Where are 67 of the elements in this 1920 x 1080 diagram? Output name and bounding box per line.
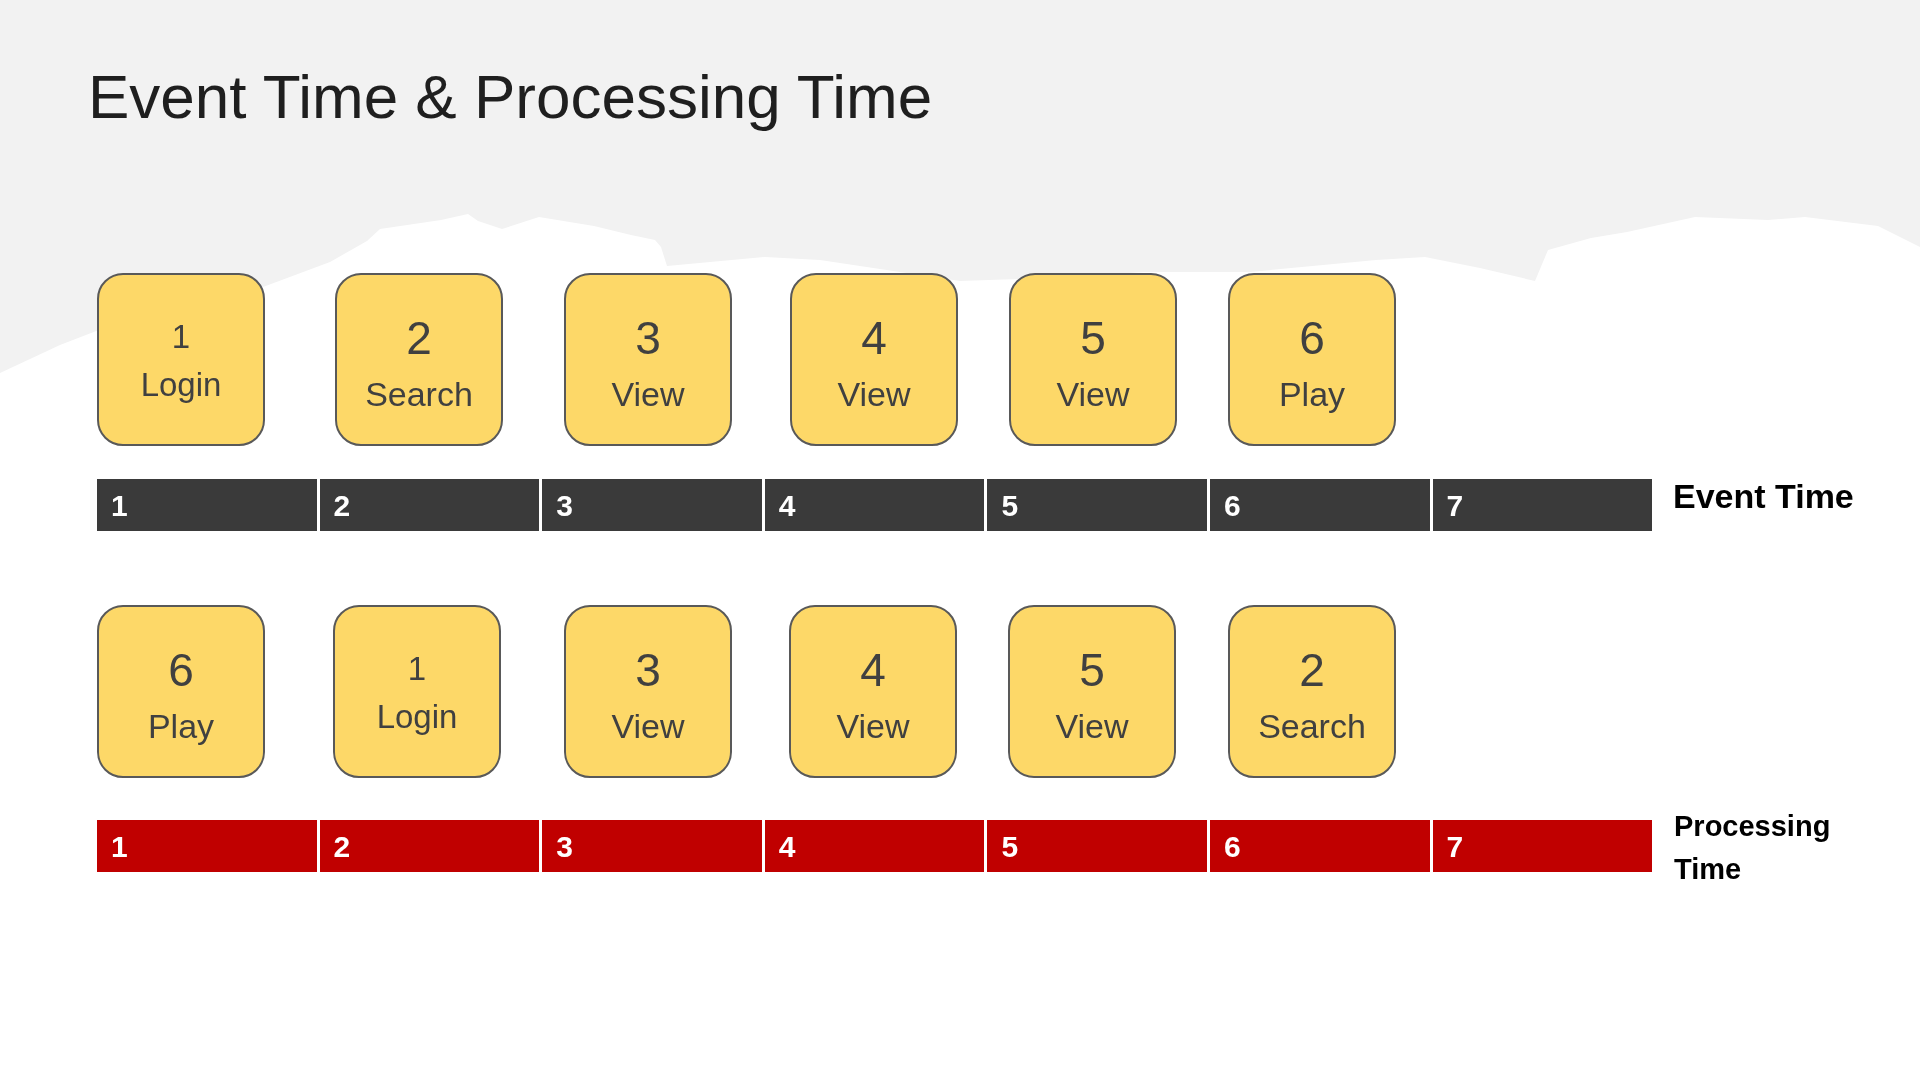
event-box: [564, 273, 732, 446]
event-number: 2: [1298, 643, 1326, 696]
timeline-label: Event Time: [1673, 478, 1855, 514]
event-box: [335, 273, 503, 446]
timeline-segment: [987, 479, 1207, 531]
timeline-segment: [542, 820, 762, 872]
event-number: 1: [406, 649, 428, 688]
time-slot-number: 7: [1446, 830, 1464, 864]
time-slot-number: 5: [1001, 489, 1019, 523]
time-slot-number: 2: [333, 830, 351, 864]
event-box: [97, 605, 265, 778]
event-box: [1228, 273, 1396, 446]
event-box: [790, 273, 958, 446]
event-number: 4: [859, 643, 887, 696]
time-slot-number: 2: [333, 489, 351, 523]
time-slot-number: 1: [111, 830, 128, 864]
timeline-segment: [764, 479, 985, 531]
timeline-segment: [97, 479, 317, 531]
time-slot-number: 3: [556, 830, 573, 864]
timeline-segment: [1432, 820, 1653, 872]
timeline-segment: [764, 820, 985, 872]
event-box: [564, 605, 732, 778]
event-box: [97, 273, 265, 446]
event-name: Search: [364, 373, 474, 414]
event-number: 6: [1298, 311, 1326, 364]
event-box: [333, 605, 501, 778]
time-slot-number: 4: [778, 489, 796, 523]
event-name: Login: [139, 364, 223, 405]
timeline-segment: [542, 479, 762, 531]
event-name: View: [836, 373, 912, 414]
event-box: [1008, 605, 1176, 778]
time-slot-number: 1: [111, 489, 128, 523]
timeline-segment: [987, 820, 1207, 872]
time-slot-number: 6: [1224, 830, 1241, 864]
event-name: Search: [1257, 705, 1367, 746]
event-number: 2: [405, 311, 433, 364]
timeline-label: Processing Time: [1674, 809, 1832, 887]
timeline-segment: [1210, 479, 1430, 531]
event-name: View: [610, 373, 686, 414]
timeline-segment: [319, 479, 540, 531]
event-box: [789, 605, 957, 778]
event-number: 3: [634, 643, 662, 696]
timeline-segment: [97, 820, 317, 872]
event-number: 1: [170, 317, 192, 356]
time-slot-number: 5: [1001, 830, 1019, 864]
event-number: 6: [167, 643, 195, 696]
event-name: Play: [146, 705, 216, 746]
timeline-segment: [1432, 479, 1653, 531]
event-name: View: [1055, 373, 1131, 414]
event-number: 5: [1079, 311, 1107, 364]
timeline-segment: [1210, 820, 1430, 872]
event-box: [1228, 605, 1396, 778]
time-slot-number: 6: [1224, 489, 1241, 523]
time-slot-number: 7: [1446, 489, 1464, 523]
timeline-segment: [319, 820, 540, 872]
event-number: 4: [860, 311, 888, 364]
event-box: [1009, 273, 1177, 446]
time-slot-number: 4: [778, 830, 796, 864]
event-name: Login: [375, 696, 459, 737]
event-name: Play: [1277, 373, 1347, 414]
event-number: 5: [1078, 643, 1106, 696]
slide-title: Event Time & Processing Time: [88, 61, 933, 133]
event-name: View: [610, 705, 686, 746]
event-name: View: [835, 705, 911, 746]
event-name: View: [1054, 705, 1130, 746]
event-number: 3: [634, 311, 662, 364]
time-slot-number: 3: [556, 489, 573, 523]
